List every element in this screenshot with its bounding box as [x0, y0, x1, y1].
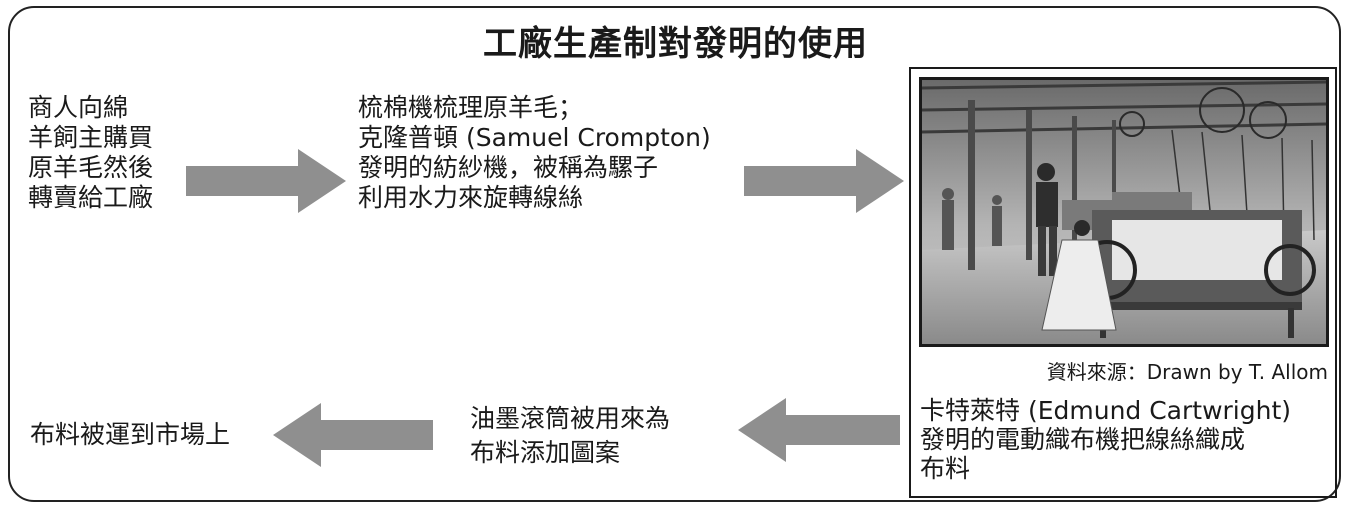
step-carding-line: 利用水力來旋轉線絲 — [358, 183, 584, 212]
step-powerloom-line: 卡特萊特 (Edmund Cartwright) — [920, 396, 1292, 425]
step-merchant: 商人向綿 羊飼主購買 原羊毛然後 轉賣給工廠 — [28, 93, 153, 213]
diagram-frame — [8, 6, 1341, 502]
step-merchant-line: 原羊毛然後 — [28, 153, 154, 182]
step-merchant-line: 轉賣給工廠 — [28, 183, 154, 212]
step-power-loom: 卡特萊特 (Edmund Cartwright) 發明的電動織布機把線絲織成 布… — [920, 396, 1291, 483]
step-printing-line: 油墨滾筒被用來為 — [470, 404, 671, 433]
arrow-left-1 — [738, 398, 900, 462]
step-powerloom-line: 發明的電動織布機把線絲織成 — [920, 425, 1246, 454]
step-carding-spinning: 梳棉機梳理原羊毛； 克隆普頓 (Samuel Crompton) 發明的紡紗機，… — [358, 93, 711, 213]
step-printing-line: 布料添加圖案 — [470, 438, 621, 467]
arrow-right-2 — [744, 149, 904, 213]
step-printing: 油墨滾筒被用來為 布料添加圖案 — [470, 402, 670, 470]
step-merchant-line: 羊飼主購買 — [28, 123, 154, 152]
diagram-title: 工廠生產制對發明的使用 — [483, 24, 868, 64]
arrow-right-1 — [186, 149, 346, 213]
step-market-line: 布料被運到市場上 — [30, 420, 231, 449]
step-carding-line: 發明的紡紗機，被稱為騾子 — [358, 153, 659, 182]
power-loom-panel — [909, 67, 1337, 498]
step-market: 布料被運到市場上 — [30, 420, 230, 450]
step-carding-line: 克隆普頓 (Samuel Crompton) — [358, 123, 711, 152]
step-powerloom-line: 布料 — [920, 454, 971, 483]
power-loom-image — [919, 77, 1329, 347]
step-carding-line: 梳棉機梳理原羊毛； — [358, 93, 584, 122]
step-merchant-line: 商人向綿 — [28, 93, 129, 122]
image-source-caption: 資料來源：Drawn by T. Allom — [1046, 360, 1328, 384]
arrow-left-2 — [273, 403, 433, 467]
